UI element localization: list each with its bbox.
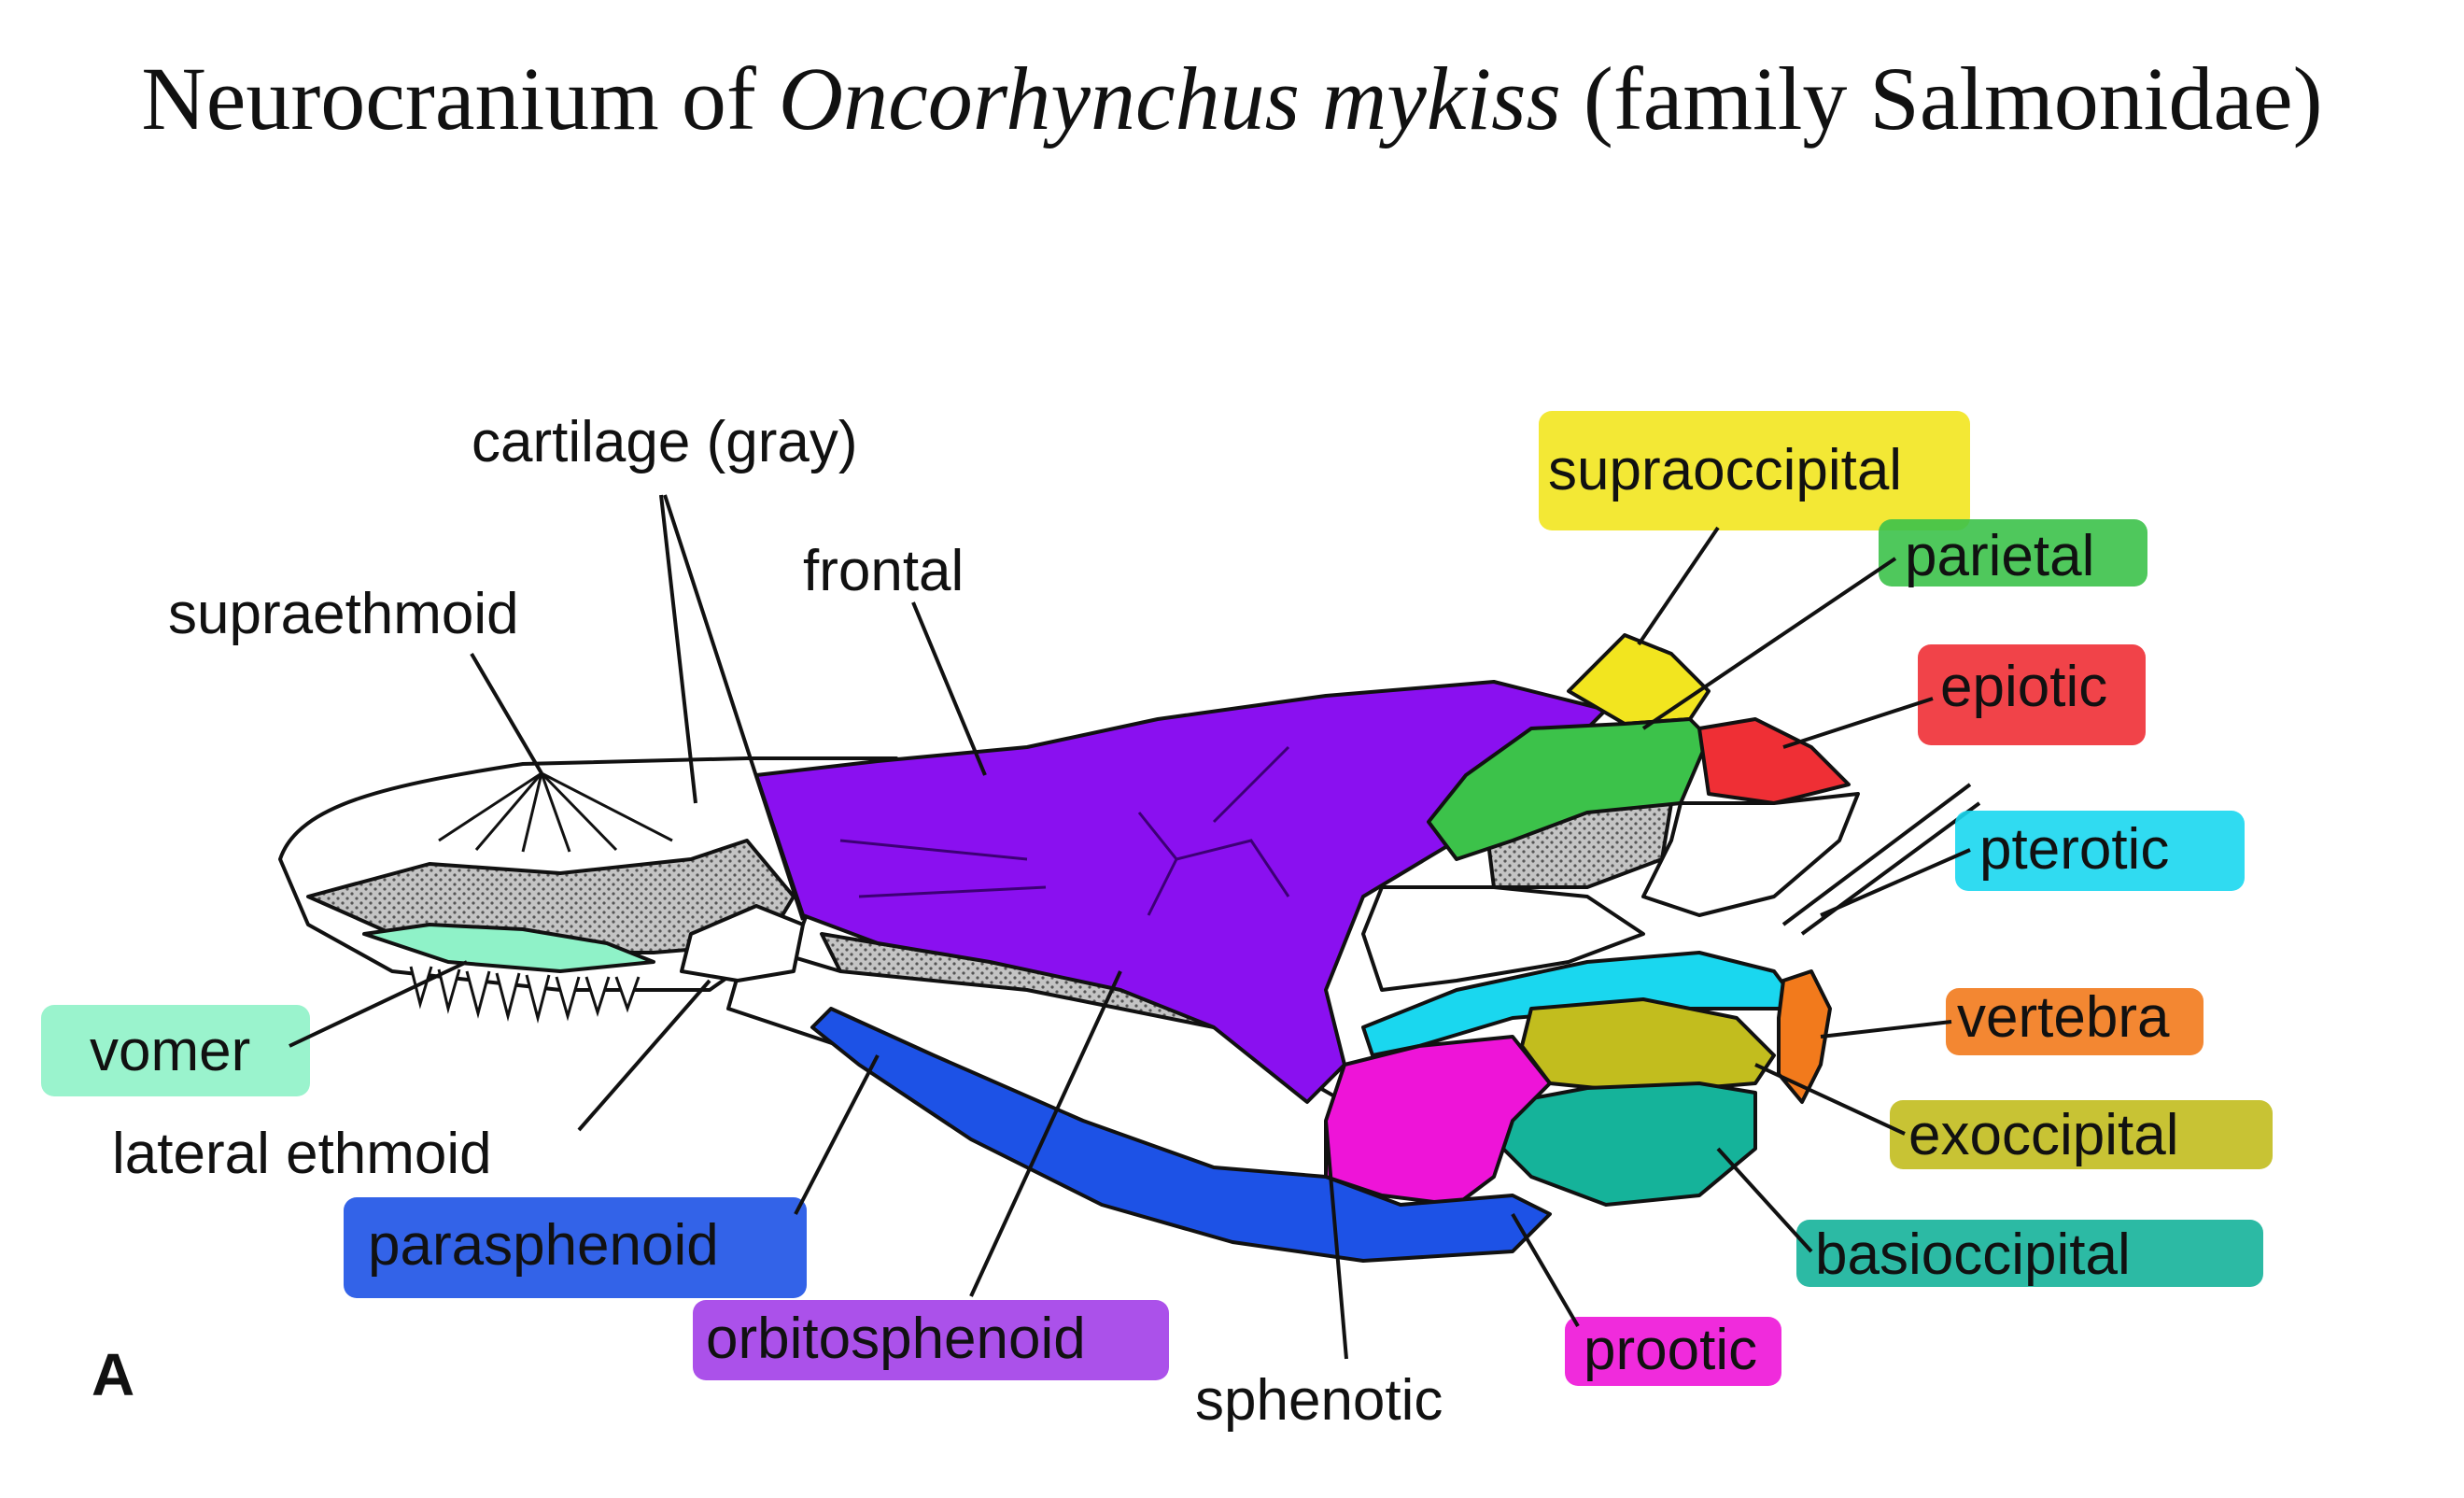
label-highlights [41, 411, 2273, 1386]
title-prefix: Neurocranium of [141, 49, 779, 148]
epiotic-highlight [1918, 644, 2146, 745]
label-frontal: frontal [803, 539, 964, 603]
title-suffix: (family Salmonidae) [1560, 49, 2323, 148]
skull-drawing [278, 633, 1981, 1263]
label-vertebra: vertebra [1957, 985, 2170, 1050]
label-supraethmoid: supraethmoid [168, 582, 519, 646]
leader-parasphenoid [794, 1054, 880, 1215]
exoccipital-highlight [1890, 1100, 2273, 1169]
panel-letter: A [92, 1341, 134, 1408]
basioccipital-highlight [1796, 1220, 2263, 1287]
parietal-bone [1427, 717, 1711, 861]
leader-prootic [1511, 1212, 1580, 1328]
label-parietal: parietal [1905, 524, 2094, 588]
frontal-bone [754, 680, 1608, 1104]
supraoccipital-highlight [1539, 411, 1970, 530]
leader-cartilage-1 [659, 494, 697, 804]
orbitosphenoid-highlight [693, 1300, 1169, 1380]
posterior-process [1641, 792, 1860, 917]
pterotic-highlight [1955, 811, 2245, 891]
leader-cartilage-2 [663, 494, 805, 921]
supraethmoid-striations [438, 771, 673, 853]
exoccipital-bone [1520, 997, 1776, 1095]
parasphenoid-highlight [344, 1197, 807, 1298]
title-species: Oncorhynchus mykiss [778, 49, 1561, 148]
leader-parietal [1641, 557, 1897, 730]
vertebra-highlight [1946, 988, 2204, 1055]
label-sphenotic: sphenotic [1195, 1368, 1443, 1433]
diagram-title: Neurocranium of Oncorhynchus mykiss (fam… [0, 47, 2464, 150]
label-pterotic: pterotic [1979, 817, 2169, 882]
leader-basioccipital [1716, 1147, 1813, 1253]
lateral-ethmoid-bone [680, 904, 805, 982]
leader-supraethmoid [470, 652, 543, 775]
label-basioccipital: basioccipital [1815, 1222, 2131, 1287]
label-parasphenoid: parasphenoid [368, 1213, 719, 1278]
label-orbitosphenoid: orbitosphenoid [706, 1307, 1086, 1371]
vomer-highlight [41, 1005, 310, 1096]
leader-vertebra [1820, 1020, 1952, 1039]
leader-orbitosphenoid [969, 970, 1122, 1297]
label-prootic: prootic [1584, 1318, 1757, 1382]
label-cartilage: cartilage (gray) [472, 410, 857, 474]
label-supraoccipital: supraoccipital [1548, 438, 1902, 502]
leader-pterotic [1820, 848, 1971, 917]
leader-epiotic [1782, 697, 1934, 749]
prootic-bone [1324, 1035, 1552, 1207]
label-exoccipital: exoccipital [1908, 1103, 2178, 1167]
leader-sphenotic [1324, 1120, 1348, 1360]
basioccipital-bone [1492, 1081, 1757, 1207]
leader-supraoccipital [1637, 526, 1720, 646]
label-vomer: vomer [90, 1019, 250, 1083]
labels: cartilage (gray) frontal supraethmoid su… [90, 410, 2178, 1433]
vertebra-bone [1777, 969, 1832, 1104]
prootic-highlight [1565, 1317, 1781, 1386]
leader-exoccipital [1754, 1063, 1906, 1136]
leader-frontal [911, 601, 987, 776]
leader-vomer [289, 960, 468, 1048]
frontal-texture [839, 745, 1290, 916]
vomer-teeth [409, 966, 641, 1024]
label-lateral-ethmoid: lateral ethmoid [112, 1122, 492, 1186]
epiotic-bone [1697, 717, 1851, 805]
leader-lateral-ethmoid [577, 979, 711, 1132]
leader-lines [289, 494, 1971, 1360]
sphenotic-region [1361, 885, 1645, 992]
parasphenoid-bone [810, 1007, 1552, 1263]
parietal-highlight [1879, 519, 2147, 586]
label-epiotic: epiotic [1940, 655, 2107, 719]
